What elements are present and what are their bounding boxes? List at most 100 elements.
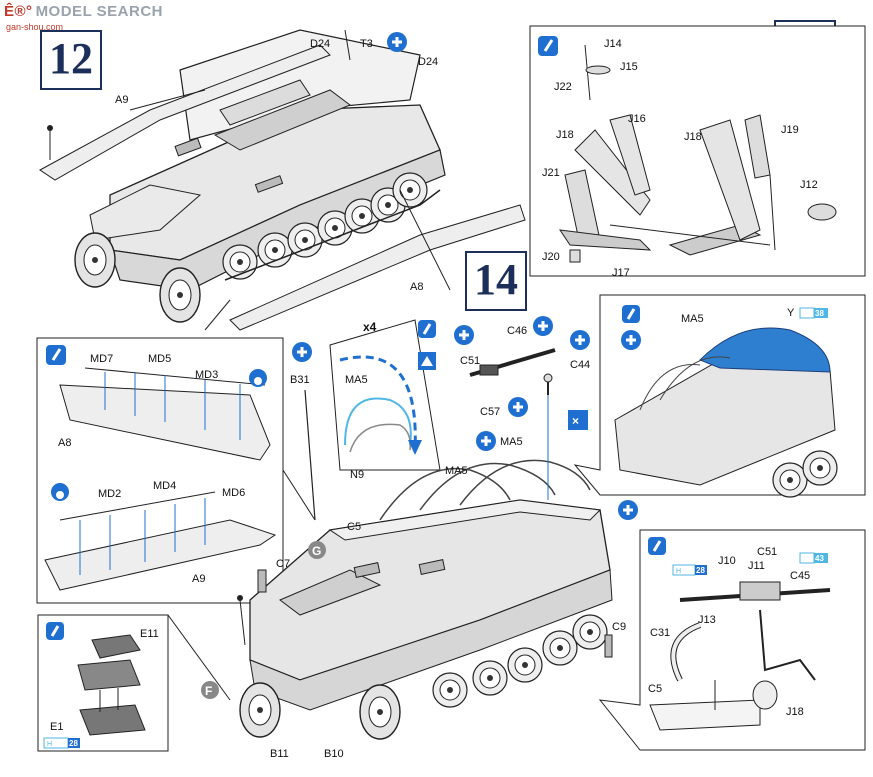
label-j17: J17 — [612, 267, 630, 279]
label-b10: B10 — [324, 748, 344, 760]
cement-icon-c44 — [533, 316, 553, 336]
label-j18-a: J18 — [556, 129, 574, 141]
label-j18-b: J18 — [684, 131, 702, 143]
label-c31: C31 — [650, 627, 670, 639]
label-j18-c: J18 — [786, 706, 804, 718]
rail-lower — [44, 491, 277, 591]
label-a9-rails: A9 — [192, 573, 205, 585]
label-j22: J22 — [554, 81, 572, 93]
label-md4: MD4 — [153, 480, 176, 492]
label-j15: J15 — [620, 61, 638, 73]
label-c5-b: C5 — [648, 683, 662, 695]
mg-mount — [649, 581, 831, 731]
label-e1: E1 — [50, 721, 63, 733]
tray-parts — [77, 634, 146, 736]
hoop-detail — [329, 319, 441, 471]
label-n9: N9 — [350, 469, 364, 481]
label-md2: MD2 — [98, 488, 121, 500]
paint-ref-canvas: 38 — [799, 307, 828, 319]
drop-icon-b — [51, 483, 69, 501]
label-j21: J21 — [542, 167, 560, 179]
svg-text:28: 28 — [696, 566, 705, 575]
label-j16: J16 — [628, 113, 646, 125]
label-a8-rails: A8 — [58, 437, 71, 449]
paint-ref-tray: H 28 — [43, 737, 80, 749]
label-md6: MD6 — [222, 487, 245, 499]
label-c5-a: C5 — [347, 521, 361, 533]
flip-icon — [418, 352, 436, 370]
label-j10: J10 — [718, 555, 736, 567]
label-a9-s12: A9 — [115, 94, 128, 106]
cement-icon-c46 — [454, 325, 474, 345]
label-c44: C44 — [570, 359, 590, 371]
cement-icon-c57 — [508, 397, 528, 417]
step14-vehicle — [237, 389, 613, 740]
label-j19: J19 — [781, 124, 799, 136]
paint-ref-mg-a: H 28 — [672, 564, 707, 576]
svg-text:H: H — [47, 741, 52, 748]
drop-icon-a — [249, 369, 267, 387]
watermark: Ê®°MODEL SEARCH — [4, 3, 163, 20]
step-14-number: 14 — [465, 251, 527, 311]
part-tree-g: G — [308, 541, 326, 559]
label-t3: T3 — [360, 38, 373, 50]
cement-icon-t3 — [387, 32, 407, 52]
glue-icon-rails — [46, 345, 66, 365]
step13-parts — [538, 36, 837, 263]
label-x4: x4 — [363, 320, 377, 334]
cement-icon-canvas — [621, 330, 641, 350]
cement-icon-right — [618, 500, 638, 520]
label-b31: B31 — [290, 374, 310, 386]
cement-icon-c44b — [570, 330, 590, 350]
label-c51-b: C51 — [757, 546, 777, 558]
label-md7: MD7 — [90, 353, 113, 365]
label-j20: J20 — [542, 251, 560, 263]
label-j11: J11 — [748, 560, 765, 572]
label-md3: MD3 — [195, 369, 218, 381]
paint-ref-mg-b: 43 — [799, 552, 828, 564]
svg-text:38: 38 — [815, 309, 824, 318]
step12-vehicle — [39, 29, 526, 331]
glue-icon-canvas — [622, 305, 640, 323]
label-c51-a: C51 — [460, 355, 480, 367]
label-ma5-b: MA5 — [500, 436, 523, 448]
cement-icon-b31 — [292, 342, 312, 362]
mg34-parts — [469, 348, 556, 395]
glue-icon-tray — [46, 622, 64, 640]
rail-upper — [59, 367, 271, 461]
label-c46: C46 — [507, 325, 527, 337]
label-j13: J13 — [698, 614, 716, 626]
svg-text:28: 28 — [69, 739, 78, 748]
watermark-url: gan-shou.com — [6, 22, 64, 32]
svg-text:×: × — [572, 414, 579, 428]
label-c7: C7 — [276, 558, 290, 570]
step-12-number: 12 — [40, 30, 102, 90]
svg-text:H: H — [676, 568, 681, 575]
optional-icon: × — [568, 410, 588, 430]
glue-icon-s13 — [538, 36, 558, 56]
label-j14: J14 — [604, 38, 622, 50]
glue-icon-mg — [648, 537, 666, 555]
svg-text:43: 43 — [815, 554, 824, 563]
label-md5: MD5 — [148, 353, 171, 365]
glue-icon-hoop — [418, 320, 436, 338]
label-ma5-c: MA5 — [445, 465, 468, 477]
part-tree-f: F — [201, 681, 219, 699]
label-y: Y — [787, 307, 795, 319]
label-ma5-d: MA5 — [681, 313, 704, 325]
label-d24-b: D24 — [418, 56, 438, 68]
canvas-detail — [614, 327, 838, 498]
label-c9: C9 — [612, 621, 626, 633]
label-j12: J12 — [800, 179, 818, 191]
label-ma5-a: MA5 — [345, 374, 368, 386]
label-b11: B11 — [270, 748, 289, 760]
label-a8-s12: A8 — [410, 281, 423, 293]
svg-text:G: G — [312, 544, 321, 558]
svg-text:F: F — [205, 684, 212, 698]
label-d24-a: D24 — [310, 38, 330, 50]
cement-icon-ma5 — [476, 431, 496, 451]
label-c57: C57 — [480, 406, 500, 418]
label-c45: C45 — [790, 570, 810, 582]
